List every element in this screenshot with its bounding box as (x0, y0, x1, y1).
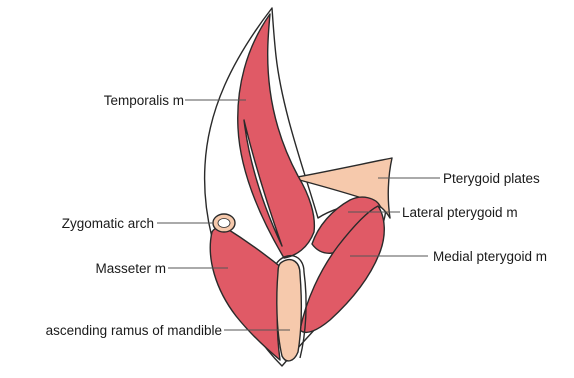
zygomatic-arch-inner (218, 219, 230, 228)
lateral-pterygoid-label: Lateral pterygoid m (402, 205, 518, 220)
ramus-label: ascending ramus of mandible (46, 323, 222, 338)
masseter-label: Masseter m (95, 261, 166, 276)
medial-pterygoid-label: Medial pterygoid m (433, 249, 547, 264)
mandible-ramus-shape (277, 260, 302, 361)
pterygoid-plates-label: Pterygoid plates (443, 171, 540, 186)
zygomatic-arch-label: Zygomatic arch (62, 216, 154, 231)
temporalis-label: Temporalis m (104, 93, 184, 108)
